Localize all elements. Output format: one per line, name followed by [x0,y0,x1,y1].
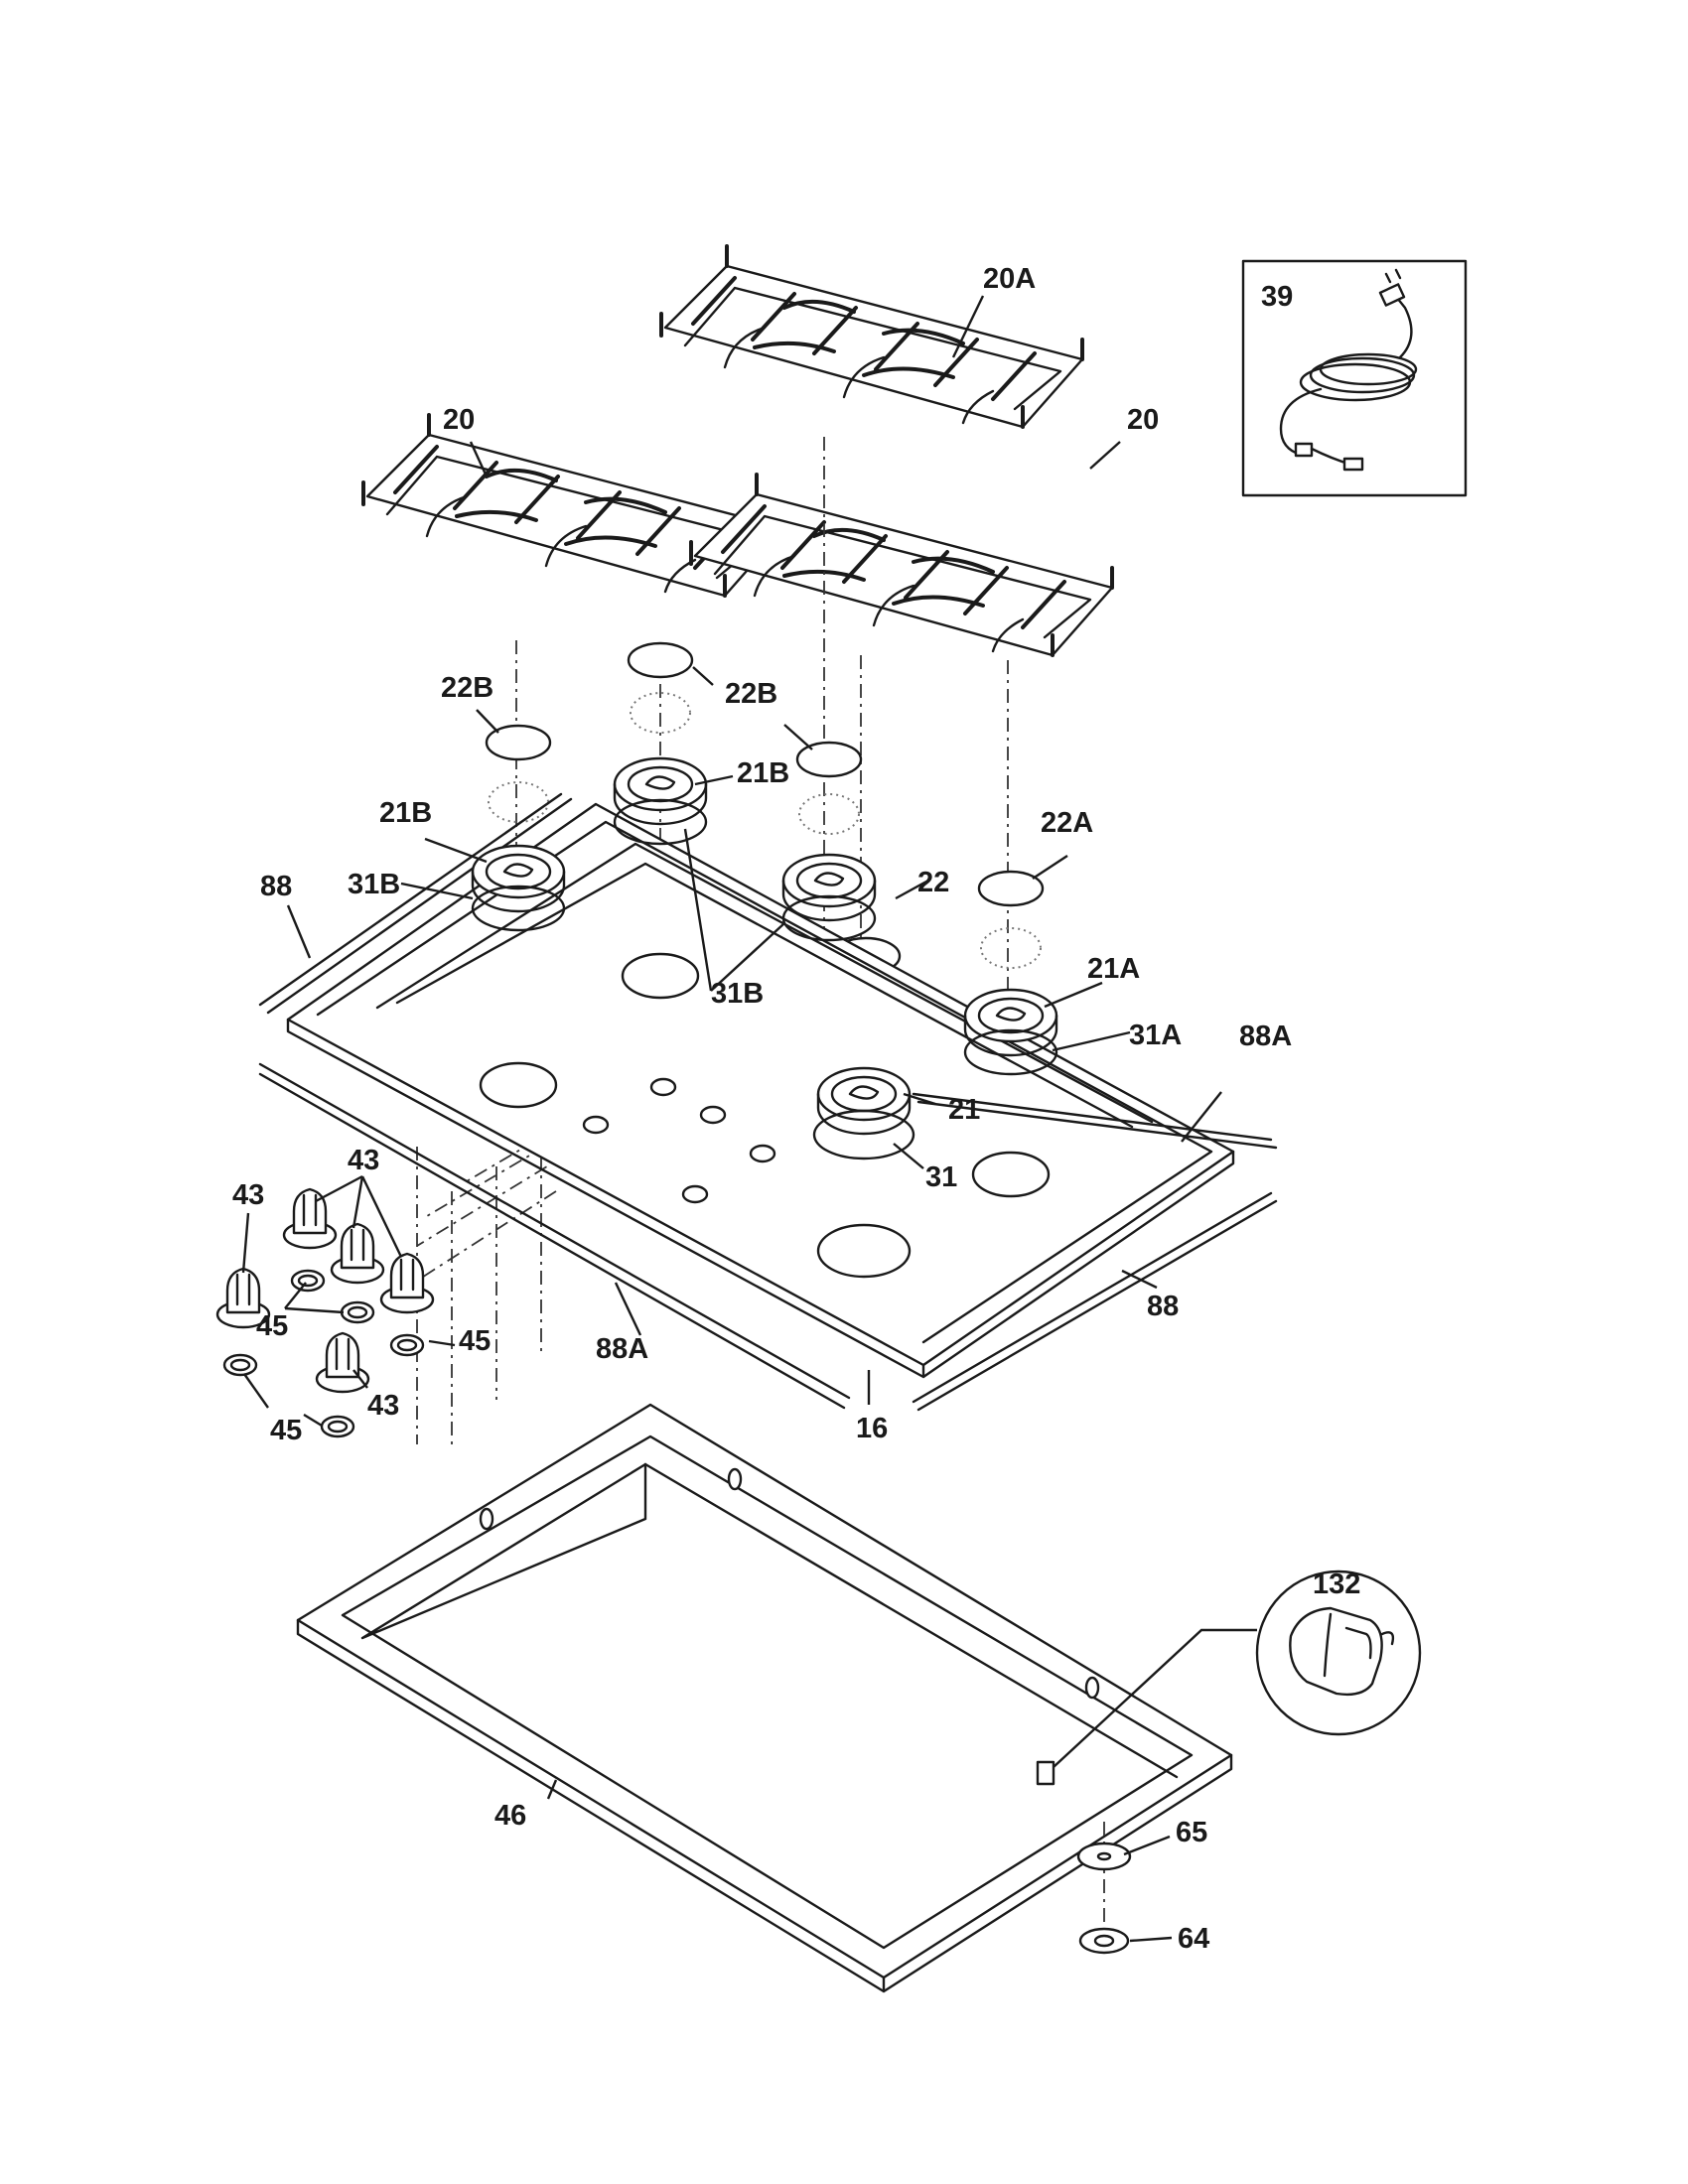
power-cord-illustration [1279,268,1418,472]
knob-hole [681,1184,709,1204]
inset-frame [1241,259,1468,497]
knob-hole [699,1105,727,1125]
burner-hole [816,1223,912,1279]
power-cord-inset [1241,259,1468,497]
burner-hole [971,1151,1051,1198]
knob-hole [582,1115,610,1135]
burner-cap-rear [627,641,694,679]
nut [1076,1842,1132,1871]
callout-31A: 31A [1129,1020,1182,1051]
burner-box [296,1403,1233,1993]
callout-43-left: 43 [232,1179,264,1211]
callout-22B-rear: 22B [725,678,777,710]
nut-and-washer [1076,1822,1132,1955]
callout-31B-left: 31B [348,869,400,900]
callout-21B-rear: 21B [737,757,789,789]
callout-45-lower: 45 [270,1415,302,1446]
right-grate [689,473,1114,657]
left-grate [361,413,786,598]
knob-bezel [340,1300,375,1324]
callout-88-left: 88 [260,871,292,902]
callout-31B-center: 31B [711,978,764,1010]
callout-31: 31 [925,1161,957,1193]
callout-46: 46 [494,1800,526,1832]
callout-88A-front: 88A [596,1333,648,1365]
leader-lines [241,295,1222,1943]
callout-22B-left: 22B [441,672,493,704]
knob [282,1187,338,1250]
knob-bezel [222,1353,258,1377]
callout-132: 132 [1313,1569,1360,1600]
callout-20-right: 20 [1127,404,1159,436]
callout-88A-right: 88A [1239,1021,1292,1052]
knob [330,1222,385,1285]
callout-21: 21 [948,1094,980,1126]
knob-bezel [320,1415,355,1438]
burner-hole [621,952,700,1000]
knob-bezel [290,1269,326,1293]
burner-cap-left [485,724,552,761]
callout-45-left: 45 [256,1310,288,1342]
callout-64: 64 [1178,1923,1209,1955]
callout-21A: 21A [1087,953,1140,985]
callout-88-front: 88 [1147,1291,1179,1322]
callout-16: 16 [856,1413,888,1444]
burner-cap-right-rear [795,741,863,778]
burner-head-right-rear [781,853,877,922]
callout-39: 39 [1261,281,1293,313]
callout-45-right: 45 [459,1325,491,1357]
knob-bezel [389,1333,425,1357]
callout-22A: 22A [1041,807,1093,839]
spark-module-detail [1053,1570,1422,1768]
spark-module-body [1036,1760,1055,1786]
callout-labels: 20A 20 20 39 22B 22B 22A 22 21B 21B 21A … [232,263,1360,1955]
knob [315,1331,370,1394]
callout-43-top: 43 [348,1145,379,1176]
trim-strips [258,792,1278,1412]
burner-hole [479,1061,558,1109]
knob [379,1252,435,1314]
washer [1078,1927,1130,1955]
callout-20-left: 20 [443,404,475,436]
callout-22: 22 [917,867,949,898]
callout-65: 65 [1176,1817,1207,1848]
knob-hole [749,1144,776,1163]
burner-cap-far-right [977,870,1045,907]
callout-20A: 20A [983,263,1036,295]
callout-43-lower: 43 [367,1390,399,1422]
knob-hole [649,1077,677,1097]
callout-21B-left: 21B [379,797,432,829]
burner-head-rear [613,756,708,826]
seal-rings [471,798,1058,1160]
